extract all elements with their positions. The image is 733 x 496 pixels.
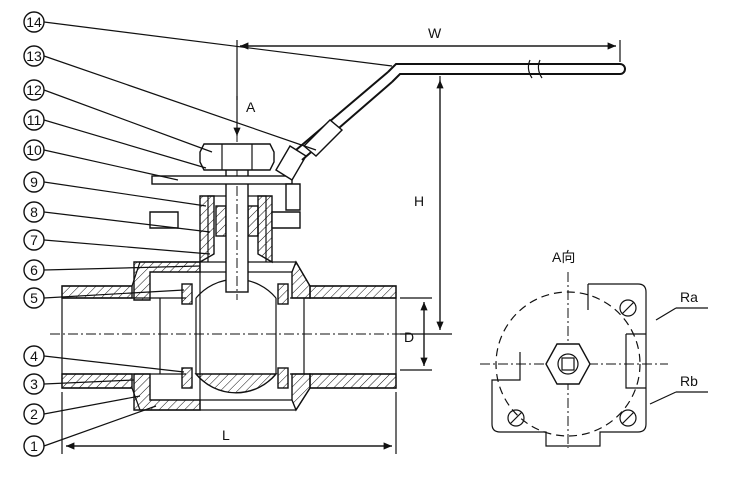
width-label: W — [428, 25, 442, 41]
svg-text:10: 10 — [26, 142, 42, 158]
end-view-title: A向 — [552, 249, 575, 265]
svg-text:12: 12 — [26, 82, 42, 98]
callout-1: 1 — [23, 435, 45, 457]
callout-11: 11 — [23, 109, 45, 131]
svg-text:4: 4 — [30, 348, 38, 364]
callout-12: 12 — [23, 79, 45, 101]
svg-text:2: 2 — [30, 406, 38, 422]
valve-section — [50, 59, 626, 412]
svg-text:11: 11 — [27, 112, 42, 128]
arrow-a-label: A — [246, 99, 256, 115]
callout-8: 8 — [23, 201, 45, 223]
ra-label: Ra — [680, 289, 698, 305]
length-label: L — [222, 427, 230, 443]
svg-text:7: 7 — [30, 232, 38, 248]
callout-2: 2 — [23, 403, 45, 425]
dimension-lines — [61, 40, 621, 454]
svg-text:14: 14 — [26, 14, 42, 30]
rb-label: Rb — [680, 373, 698, 389]
callout-7: 7 — [23, 229, 45, 251]
end-view: A向 Ra Rb — [480, 249, 708, 448]
svg-text:5: 5 — [30, 290, 38, 306]
diameter-label: D — [404, 329, 414, 345]
callout-3: 3 — [23, 373, 45, 395]
callout-9: 9 — [23, 171, 45, 193]
callout-10: 10 — [23, 139, 45, 161]
callout-14: 14 — [23, 11, 45, 33]
callout-13: 13 — [23, 45, 45, 67]
svg-text:8: 8 — [30, 204, 38, 220]
callout-markers: 14 13 12 11 10 9 8 7 6 5 4 3 2 1 — [23, 11, 45, 457]
svg-text:13: 13 — [26, 48, 42, 64]
svg-text:6: 6 — [30, 262, 38, 278]
callout-5: 5 — [23, 287, 45, 309]
svg-text:9: 9 — [30, 174, 38, 190]
callout-4: 4 — [23, 345, 45, 367]
dimension-labels: W H L D A — [222, 25, 442, 443]
height-label: H — [414, 193, 424, 209]
svg-text:3: 3 — [30, 376, 38, 392]
callout-leaders — [43, 21, 393, 447]
callout-6: 6 — [23, 259, 45, 281]
svg-text:1: 1 — [30, 438, 38, 454]
